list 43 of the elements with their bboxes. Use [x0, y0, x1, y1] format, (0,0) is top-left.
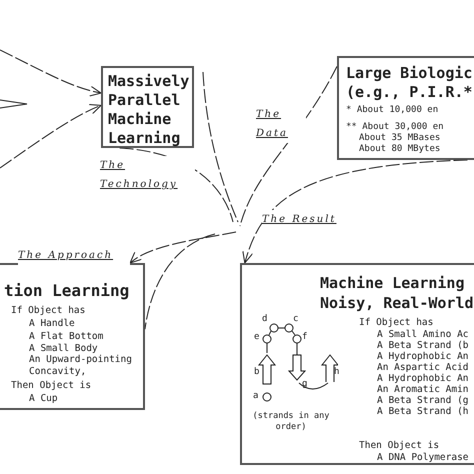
rule-text: About 35 MBases — [359, 132, 442, 144]
arrow — [0, 50, 102, 96]
text-box — [337, 56, 474, 160]
rule-text: A Hydrophobic An — [377, 372, 470, 384]
text-box — [101, 66, 194, 148]
rule-text: A Small Body — [29, 342, 99, 354]
strand-letter: d — [262, 314, 268, 324]
strand-letter: b — [254, 367, 260, 377]
rule-text: A Cup — [29, 392, 59, 406]
rule-text: Then Object is — [11, 379, 92, 393]
strand-letter: h — [334, 367, 340, 377]
arrow — [0, 104, 102, 168]
rule-text: A Hydrophobic An — [377, 350, 470, 362]
box-heading: tion Learning — [4, 280, 130, 302]
strand-letter: f — [302, 332, 308, 342]
strand-letter: c — [293, 314, 298, 324]
rule-text: A Handle — [29, 317, 76, 331]
rule-text: An Aspartic Acid — [377, 361, 470, 374]
rule-text: A Small Amino Ac — [377, 328, 470, 340]
strand-letter: g — [302, 379, 308, 389]
rule-text: About 80 MBytes — [359, 143, 442, 156]
arrow — [242, 160, 468, 264]
box-heading: Large Biologic (e.g., P.I.R.* — [346, 64, 474, 102]
rule-text: A Beta Strand (h — [377, 405, 470, 419]
box-heading: Machine Learning Noisy, Real-World — [320, 273, 474, 313]
rule-text: A Beta Strand (b — [377, 339, 470, 352]
arrow — [130, 232, 236, 264]
strand-letter: a — [253, 391, 258, 401]
strand-letter: e — [254, 332, 260, 342]
rule-text: An Upward-pointing Concavity, — [29, 354, 133, 378]
box-heading: Massively Parallel Machine Learning — [108, 72, 190, 148]
rule-text: Then Object is — [359, 439, 440, 452]
rule-text: If Object has — [359, 316, 434, 330]
rule-text: If Object has — [11, 304, 86, 318]
rule-text: A Beta Strand (g — [377, 394, 470, 406]
rule-text: ** About 30,000 en — [346, 121, 445, 133]
text-box — [0, 263, 145, 410]
rule-text: (strands in any order) — [252, 411, 330, 433]
rule-text: An Aromatic Amin — [377, 383, 470, 396]
text-box — [240, 263, 474, 465]
rule-text: A DNA Polymerase — [377, 451, 470, 465]
rule-text: A Flat Bottom — [29, 330, 104, 344]
rule-text: * About 10,000 en — [346, 104, 440, 117]
